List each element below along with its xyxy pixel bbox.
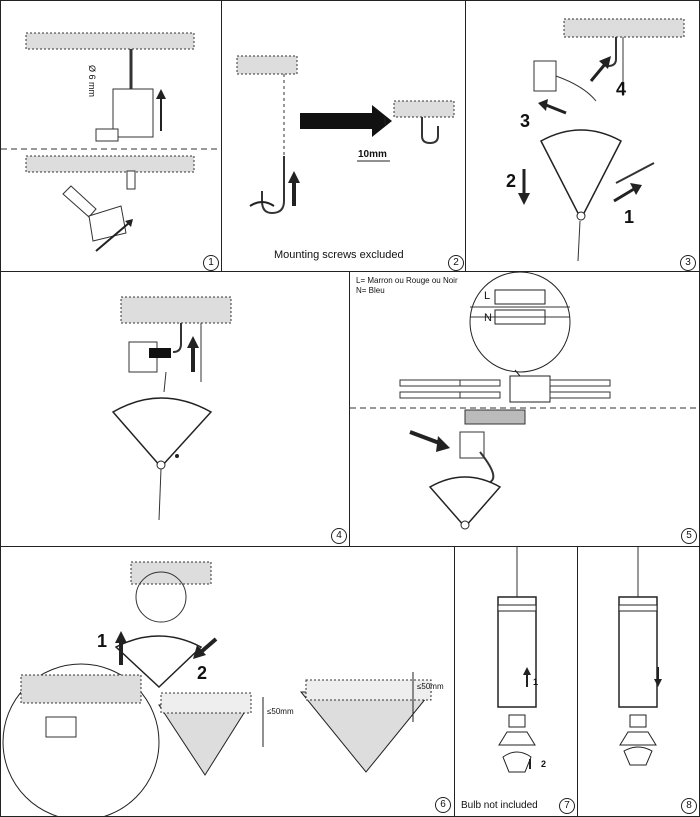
- canopy-cross-section-b: [299, 691, 433, 773]
- hook: [607, 37, 617, 67]
- step-2-panel: 10mm Mounting screws excluded 2: [221, 0, 466, 272]
- canopy: [540, 129, 622, 221]
- step-3-illustration: [518, 18, 685, 262]
- detail-circle: [135, 571, 187, 623]
- hammer-handle: [62, 185, 97, 218]
- connect-arrow: [149, 348, 171, 358]
- step-1-illustration: [1, 32, 221, 252]
- terminal-block: [533, 60, 557, 92]
- step-7-illustration: [497, 547, 537, 773]
- wire-n: [399, 379, 461, 387]
- callout-3: 3: [520, 111, 531, 131]
- drill-body: [112, 88, 154, 138]
- step-number: 3: [680, 255, 696, 271]
- ceiling-slab-2: [25, 155, 195, 173]
- callout-1: 1: [97, 631, 108, 651]
- gu10-socket: [619, 731, 657, 746]
- terminal-label-l: L: [484, 290, 491, 302]
- measure-label-a: ≤50mm: [267, 707, 294, 716]
- ceiling-hatch: [464, 409, 526, 425]
- step-number: 1: [203, 255, 219, 271]
- step-2-caption: Mounting screws excluded: [274, 249, 404, 261]
- ceiling-slab: [130, 561, 212, 585]
- gu10-socket: [498, 731, 536, 746]
- arrow-2: [199, 637, 218, 654]
- step-7-caption: Bulb not included: [461, 800, 538, 811]
- step-8-panel: 8: [577, 546, 700, 817]
- wire-l: [399, 391, 461, 399]
- hook: [172, 323, 182, 353]
- ceiling-detail: [393, 100, 455, 118]
- step-7-panel: 1 2 Bulb not included 7: [454, 546, 578, 817]
- drill-size-label: Ø 6 mm: [87, 65, 97, 98]
- canopy: [111, 397, 213, 469]
- bulb: [623, 746, 653, 766]
- step-number: 2: [448, 255, 464, 271]
- step-6-panel: 1 2 ≤50mm ≤50mm 6: [0, 546, 455, 817]
- measure-label-b: ≤50mm: [417, 682, 444, 691]
- arrow-label-2: 2: [541, 759, 547, 769]
- bulb: [502, 751, 532, 773]
- step-number: 5: [681, 528, 697, 544]
- step-5-illustration: [350, 272, 699, 530]
- step-number: 8: [681, 798, 697, 814]
- wire: [555, 75, 597, 102]
- lamp-socket: [629, 714, 647, 728]
- lamp-body: [618, 596, 658, 708]
- step-6-illustration: [2, 561, 433, 816]
- terminal-l: [494, 289, 546, 305]
- ceiling-slab: [25, 32, 195, 50]
- canopy-cross-section-a: [158, 704, 250, 776]
- screwdriver: [615, 162, 655, 184]
- suspension-cable: [577, 220, 581, 262]
- ceiling-slab: [563, 18, 685, 38]
- step-4-illustration: [111, 296, 232, 521]
- lamp-socket: [508, 714, 526, 728]
- step-number: 4: [331, 528, 347, 544]
- connector: [509, 375, 551, 403]
- terminal-label-n: N: [484, 312, 492, 324]
- ceiling-slab: [236, 55, 298, 75]
- measure-label: 10mm: [358, 149, 387, 160]
- arrow-3: [545, 103, 567, 115]
- step-5-panel: L= Marron ou Rouge ou Noir N= Bleu L N 5: [349, 271, 700, 547]
- step-8-illustration: [618, 547, 662, 766]
- step-number: 7: [559, 798, 575, 814]
- step-1-panel: Ø 6 mm 1: [0, 0, 222, 272]
- ceiling-slab: [120, 296, 232, 324]
- callout-2: 2: [197, 663, 208, 683]
- rotate-arrow: [249, 201, 275, 207]
- arrow-label-1: 1: [533, 677, 539, 687]
- callout-4: 4: [616, 79, 627, 99]
- step-3-panel: 4 3 2 1 3: [465, 0, 700, 272]
- tap-arrow: [95, 222, 130, 252]
- hook-detail: [421, 117, 439, 145]
- callout-2: 2: [506, 171, 517, 191]
- hook: [261, 156, 285, 215]
- wall-plug: [126, 170, 136, 190]
- legend-live: L= Marron ou Rouge ou Noir: [356, 276, 458, 285]
- pointer-arrow: [409, 430, 443, 446]
- canopy: [428, 476, 502, 529]
- callout-1: 1: [624, 207, 635, 227]
- step-4-panel: 4: [0, 271, 350, 547]
- suspension-cable: [158, 468, 162, 521]
- lamp-body: [497, 596, 537, 708]
- legend-neutral: N= Bleu: [356, 286, 385, 295]
- step-number: 6: [435, 797, 451, 813]
- terminal-block: [459, 431, 485, 459]
- canopy: [114, 635, 203, 689]
- arrow-4: [589, 62, 608, 82]
- drill-handle: [95, 128, 119, 142]
- arrow-1: [613, 187, 635, 203]
- step-2-illustration: [236, 55, 455, 215]
- big-right-arrow: [300, 105, 392, 137]
